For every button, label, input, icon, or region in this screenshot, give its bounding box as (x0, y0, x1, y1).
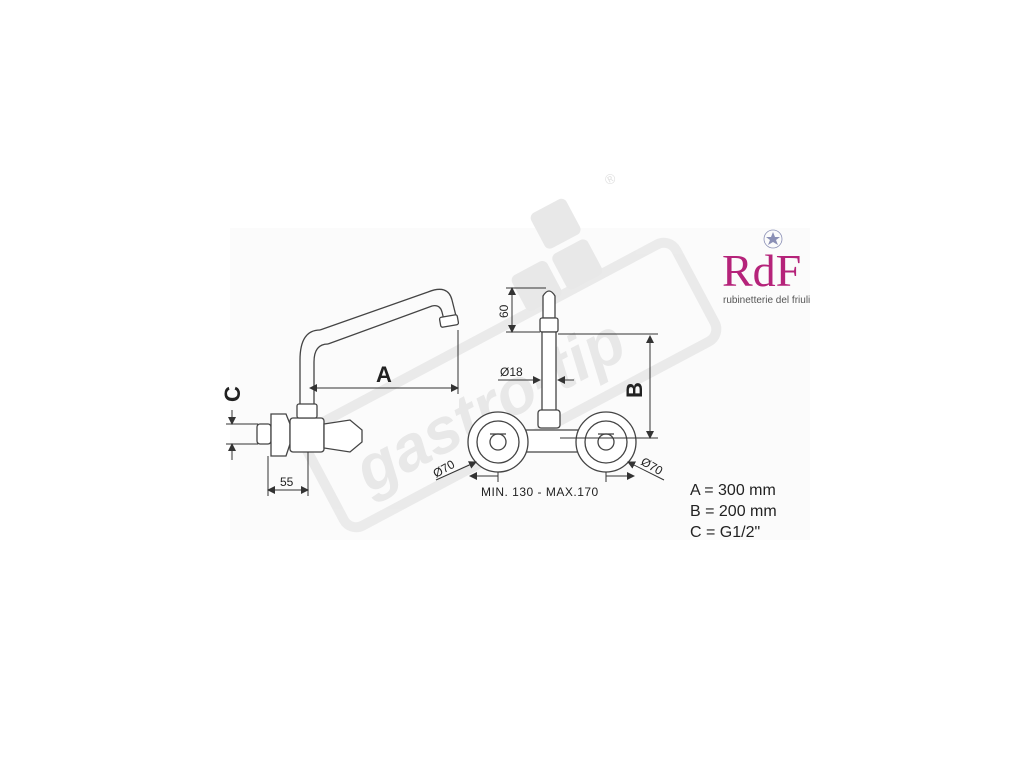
side-spout-upper (319, 288, 457, 331)
aerator (438, 314, 460, 328)
brand-logo-text: RdF (722, 245, 801, 296)
valve-handle (323, 419, 363, 453)
side-riser (299, 329, 321, 418)
label-b: B (622, 382, 647, 398)
dimension-a (309, 330, 459, 394)
front-view (467, 290, 637, 473)
wall-flange (256, 423, 272, 445)
brand-star-icon (763, 229, 783, 249)
valve-body (289, 417, 325, 453)
spec-b: B = 200 mm (690, 503, 777, 520)
label-a: A (376, 362, 392, 387)
dimension-c (226, 410, 258, 460)
spec-list: A = 300 mm B = 200 mm C = G1/2" (690, 480, 777, 543)
dimension-d70-left (435, 461, 477, 481)
label-c: C (220, 386, 245, 402)
label-60: 60 (497, 304, 511, 318)
brand-logo: RdF rubinetterie del friuli (722, 229, 810, 306)
front-spout-ring (539, 317, 559, 333)
left-handle-mid (476, 420, 520, 464)
spec-c: C = G1/2" (690, 524, 761, 541)
label-55: 55 (280, 475, 294, 489)
label-d18: Ø18 (500, 365, 523, 379)
side-riser-inner (313, 343, 329, 418)
dimension-60 (506, 287, 546, 333)
dimension-55 (267, 452, 309, 496)
dimension-d70-right (627, 461, 665, 481)
spec-a: A = 300 mm (690, 482, 776, 499)
front-riser (541, 331, 557, 413)
riser-nut (296, 403, 318, 419)
side-spout-lower (327, 304, 445, 345)
side-view (256, 288, 460, 457)
front-riser-nut (537, 409, 561, 429)
label-spacing: MIN. 130 - MAX.170 (481, 485, 599, 499)
watermark-registered: ® (602, 169, 619, 188)
front-spout-cap (542, 290, 556, 319)
flange-body (270, 413, 291, 457)
dimension-b (558, 333, 658, 439)
dimension-spacing (469, 472, 635, 482)
brand-tagline: rubinetterie del friuli (723, 295, 810, 306)
right-handle-mid (584, 420, 628, 464)
